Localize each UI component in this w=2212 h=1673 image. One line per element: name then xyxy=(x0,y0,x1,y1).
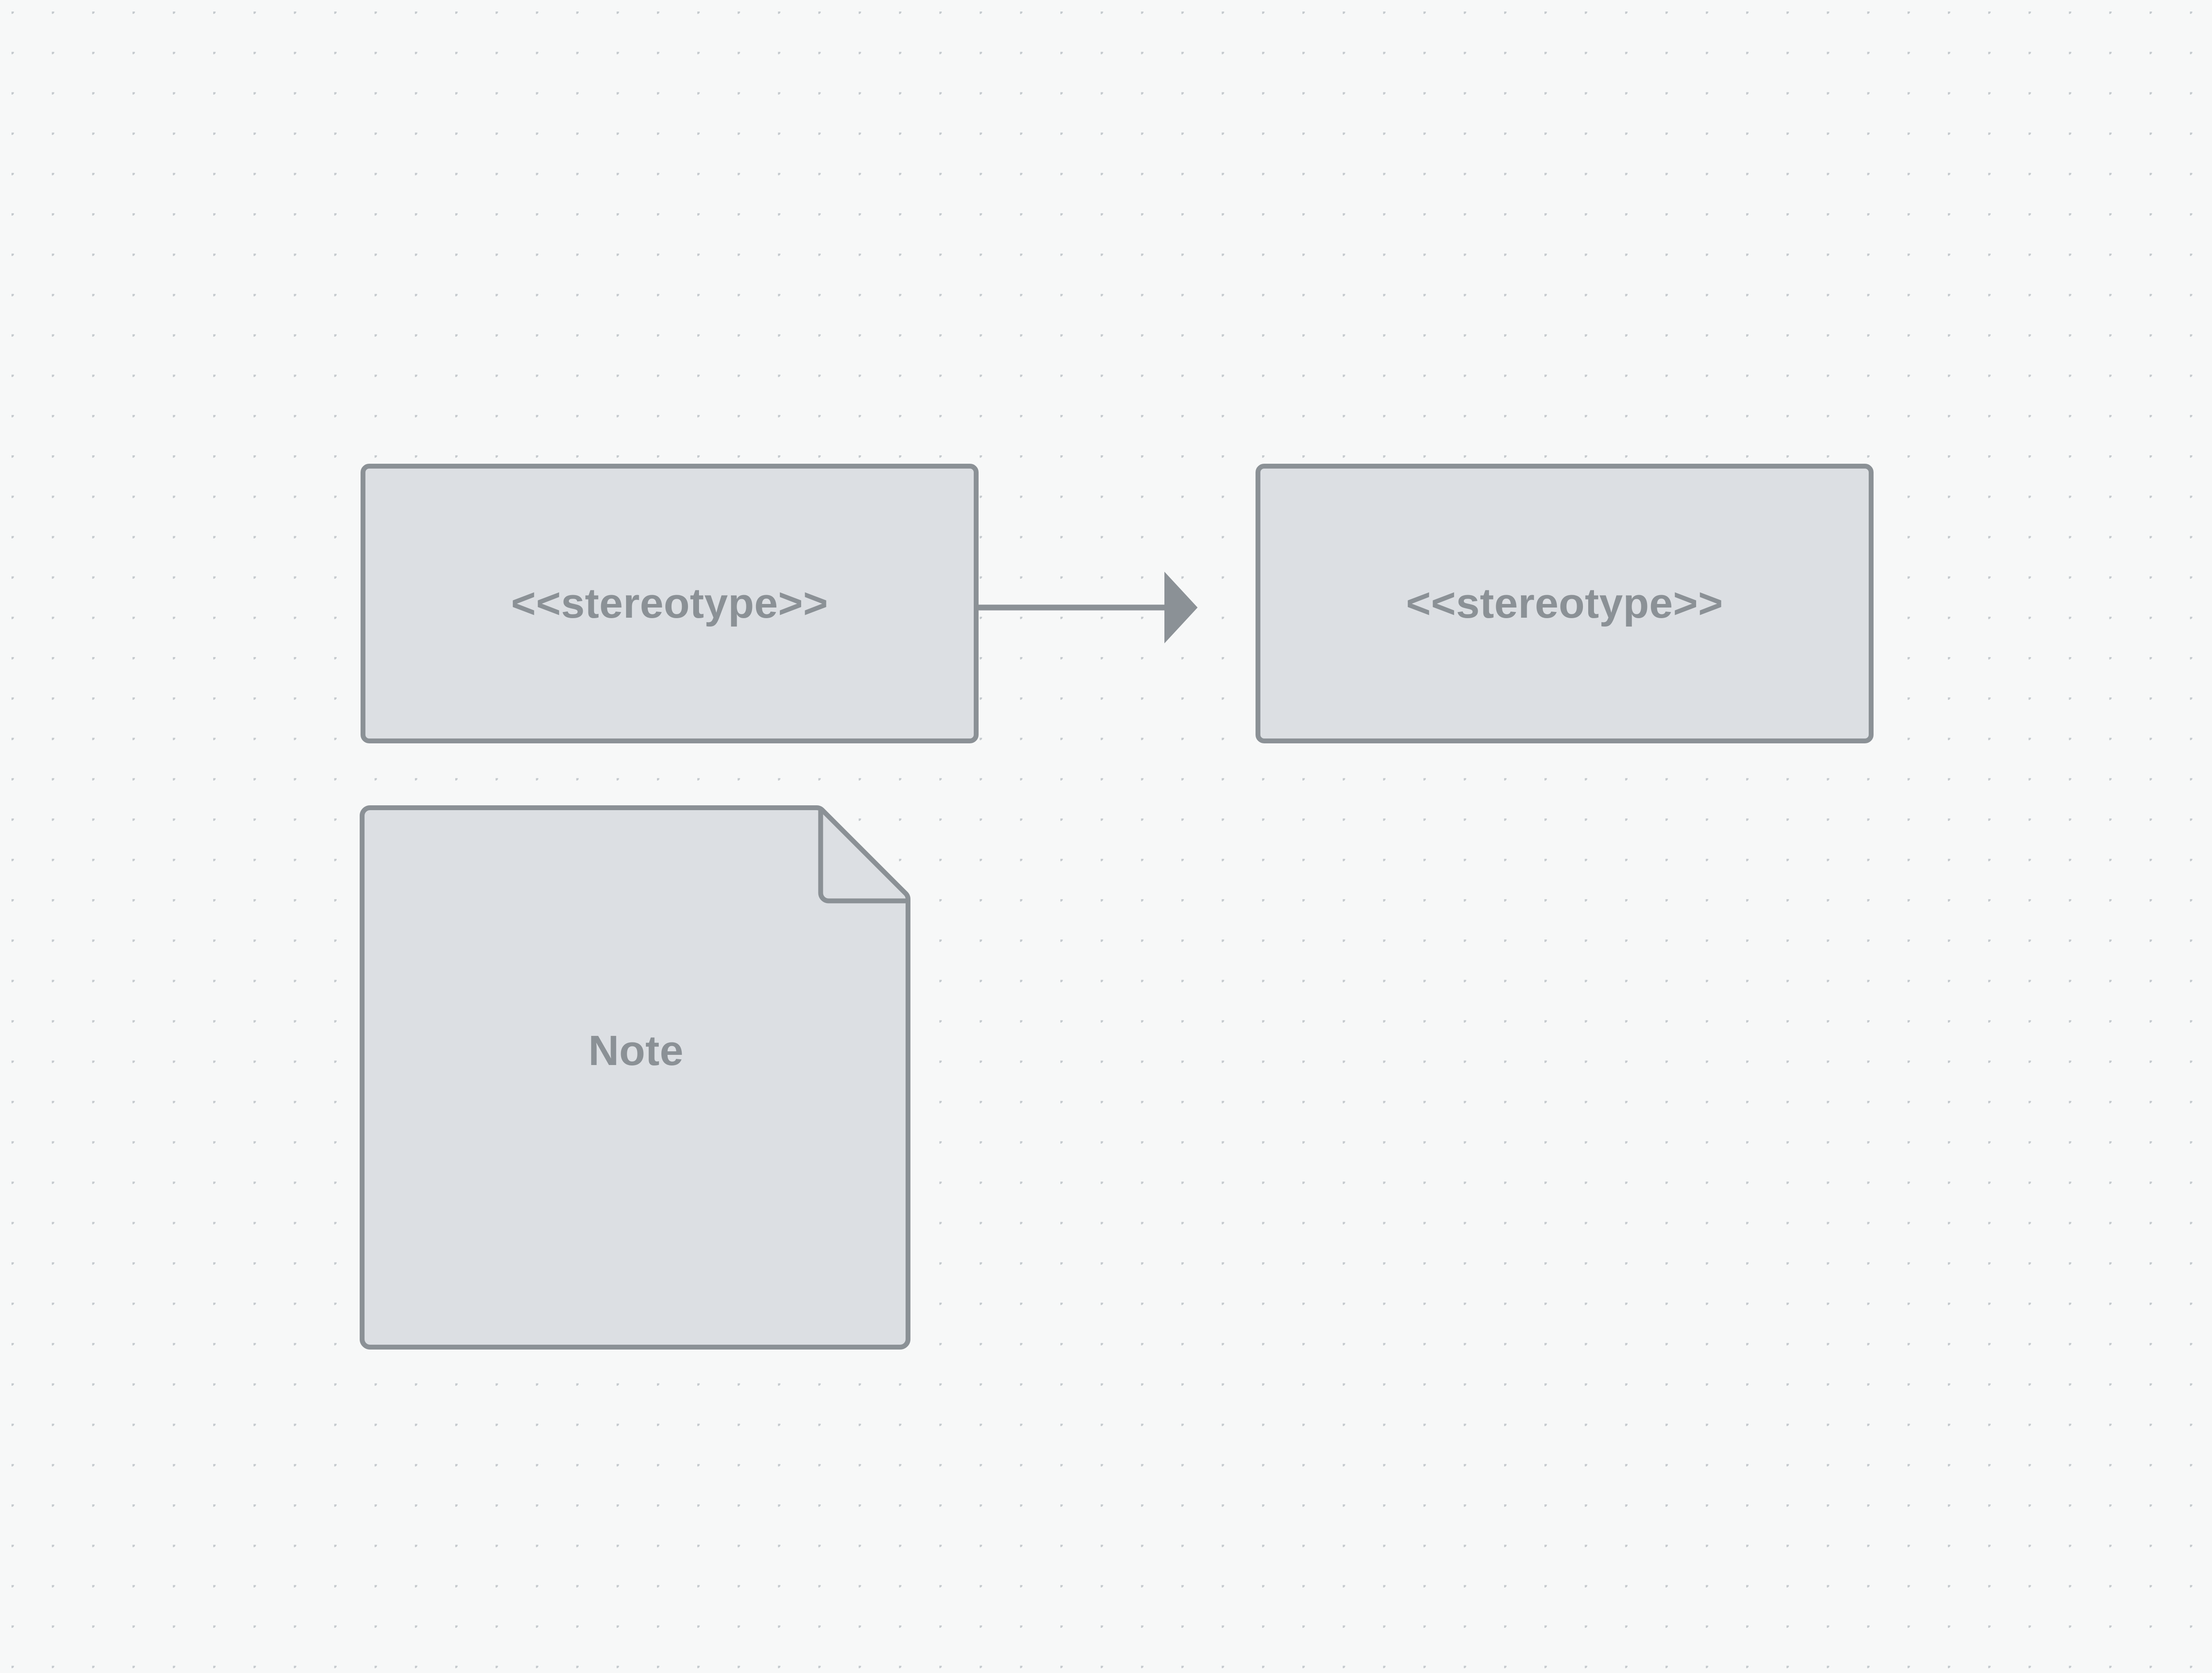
arrowhead-icon xyxy=(1164,572,1198,643)
node-class-box-2-label: <<stereotype>> xyxy=(1406,580,1723,627)
node-class-box-1[interactable] xyxy=(361,464,979,743)
node-note-1-shape[interactable] xyxy=(360,805,910,1350)
node-class-box-2-shape[interactable] xyxy=(1256,464,1874,743)
connector-association-1[interactable] xyxy=(979,572,1198,643)
node-note-1-fold-icon xyxy=(818,808,908,904)
node-class-box-1-label: <<stereotype>> xyxy=(511,580,828,627)
node-class-box-2[interactable] xyxy=(1256,464,1874,743)
node-note-1[interactable] xyxy=(360,805,910,1350)
node-class-box-1-shape[interactable] xyxy=(361,464,979,743)
node-note-1-label: Note xyxy=(588,1027,684,1074)
